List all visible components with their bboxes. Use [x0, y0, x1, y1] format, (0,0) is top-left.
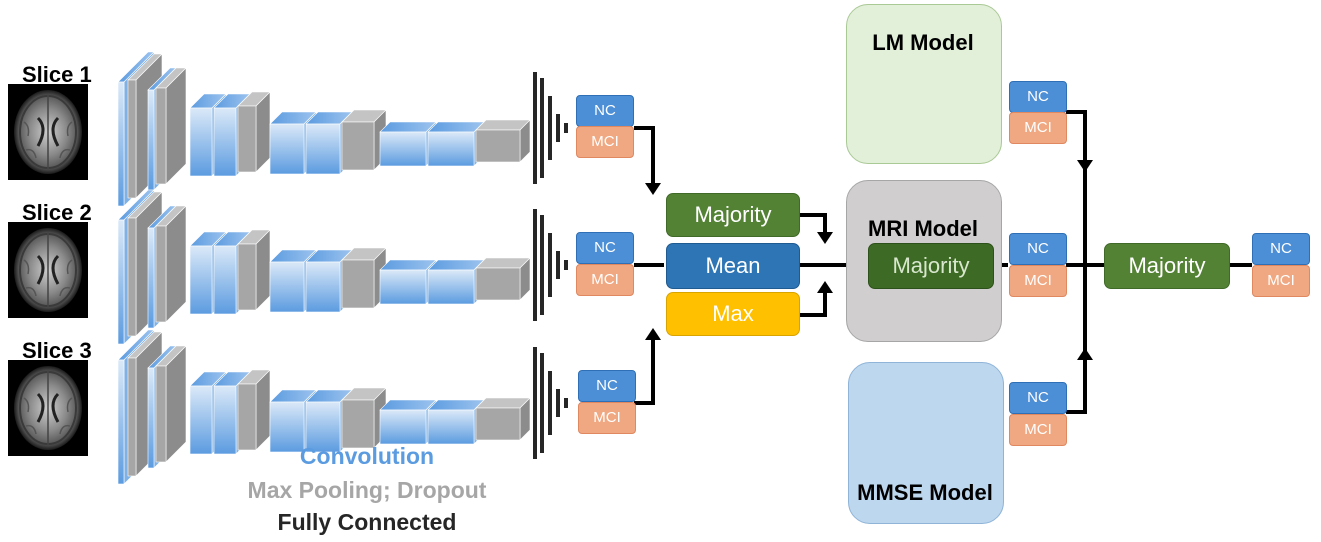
conv-layer: [427, 121, 485, 167]
conv-layer: [379, 259, 437, 305]
slice-1-label: Slice 1: [22, 62, 92, 87]
pool-layer: [475, 397, 531, 441]
fc-layer: [556, 389, 560, 417]
conv-layer: [379, 121, 437, 167]
legend-pooling-dropout: Max Pooling; Dropout: [247, 477, 487, 503]
pool-layer: [237, 229, 271, 311]
cnn-stack-3: [117, 329, 568, 485]
pool-layer: [341, 109, 387, 171]
cnn-stack-1: [117, 51, 568, 207]
fc-layer: [540, 78, 544, 178]
mri-majority-vote: Majority: [868, 243, 994, 289]
majority-aggregator: Majority: [666, 193, 800, 237]
fc-layer: [540, 353, 544, 453]
mri-mci-badge: MCI: [1009, 265, 1067, 297]
legend-fully-connected: Fully Connected: [277, 509, 457, 535]
slice-1-nc-badge: NC: [576, 95, 634, 127]
conv-layer: [427, 399, 485, 445]
slice-2-nc-badge: NC: [576, 232, 634, 264]
pool-layer: [341, 247, 387, 309]
fc-layer: [548, 96, 552, 160]
fc-layer: [556, 114, 560, 142]
mmse-model-title: MMSE Model: [857, 480, 993, 505]
pool-layer: [341, 387, 387, 449]
mmse-nc-badge: NC: [1009, 382, 1067, 414]
slice-3-label: Slice 3: [22, 338, 92, 363]
mmse-mci-badge: MCI: [1009, 414, 1067, 446]
pool-layer: [475, 257, 531, 301]
brain-scan-2: [14, 228, 82, 312]
legend-convolution: Convolution: [299, 443, 435, 469]
cnn-stack-2: [117, 189, 568, 345]
fc-layer: [533, 72, 537, 184]
fc-layer: [564, 260, 568, 270]
mean-aggregator: Mean: [666, 243, 800, 289]
final-majority-vote: Majority: [1104, 243, 1230, 289]
fc-layer: [564, 123, 568, 133]
fc-layer: [564, 398, 568, 408]
slice-3-mci-badge: MCI: [578, 402, 636, 434]
lm-nc-badge: NC: [1009, 81, 1067, 113]
lm-model-title: LM Model: [872, 30, 974, 55]
fc-layer: [533, 347, 537, 459]
pool-layer: [237, 369, 271, 451]
pool-layer: [155, 205, 187, 323]
max-aggregator: Max: [666, 292, 800, 336]
fc-layer: [548, 233, 552, 297]
pool-layer: [475, 119, 531, 163]
fc-layer: [548, 371, 552, 435]
conv-layer: [379, 399, 437, 445]
brain-scan-1: [14, 90, 82, 174]
slice-1-mci-badge: MCI: [576, 126, 634, 158]
mri-nc-badge: NC: [1009, 233, 1067, 265]
fc-layer: [533, 209, 537, 321]
mmse-model-box: [848, 362, 1004, 524]
lm-mci-badge: MCI: [1009, 112, 1067, 144]
slice-2-mci-badge: MCI: [576, 264, 634, 296]
brain-scan-3: [14, 366, 82, 450]
pool-layer: [237, 91, 271, 173]
slice-2-label: Slice 2: [22, 200, 92, 225]
final-nc-badge: NC: [1252, 233, 1310, 265]
final-mci-badge: MCI: [1252, 265, 1310, 297]
pool-layer: [155, 67, 187, 185]
lm-model-box: [846, 4, 1002, 164]
pool-layer: [155, 345, 187, 463]
slice-3-nc-badge: NC: [578, 370, 636, 402]
fc-layer: [540, 215, 544, 315]
fc-layer: [556, 251, 560, 279]
conv-layer: [427, 259, 485, 305]
mri-model-title: MRI Model: [868, 216, 978, 241]
